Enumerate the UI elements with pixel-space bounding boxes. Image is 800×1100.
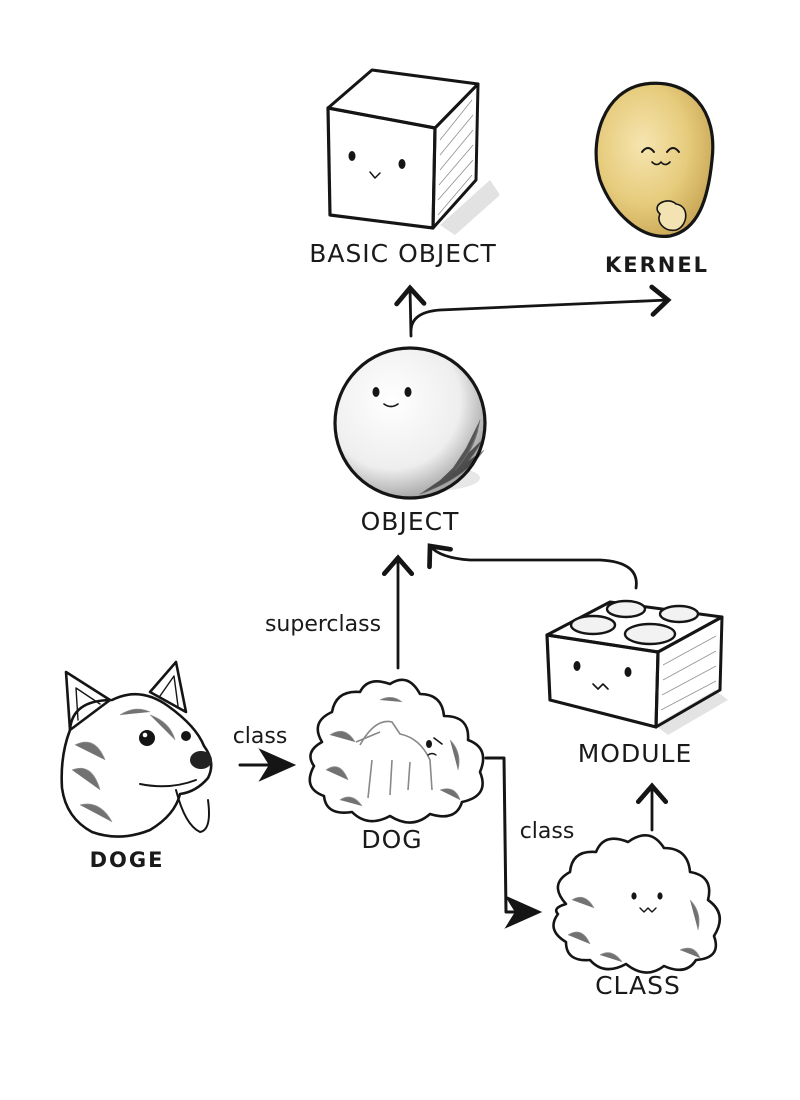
dog-label: DOG — [361, 825, 422, 854]
object-to-kernel-edge — [409, 284, 672, 332]
kernel-label: KERNEL — [605, 253, 709, 277]
object-label: OBJECT — [361, 507, 460, 536]
dog-node: DOG — [308, 678, 485, 854]
doge-label: DOGE — [90, 848, 165, 872]
object-node: OBJECT — [333, 346, 487, 536]
module-node: MODULE — [545, 599, 728, 768]
dog-class-edge-label: class — [520, 819, 575, 844]
dog-to-class-edge — [484, 756, 543, 929]
class-label: CLASS — [595, 971, 681, 1000]
class-node: CLASS — [552, 834, 722, 1000]
superclass-edge-label: superclass — [265, 612, 381, 637]
module-to-object-edge — [427, 543, 638, 590]
basic-object-node: BASIC OBJECT — [309, 68, 500, 268]
doge-class-edge-label: class — [233, 724, 288, 749]
basic-object-label: BASIC OBJECT — [309, 239, 497, 268]
doge-node: DOGE — [60, 660, 213, 872]
module-label: MODULE — [578, 739, 693, 768]
kernel-node: KERNEL — [594, 81, 715, 277]
